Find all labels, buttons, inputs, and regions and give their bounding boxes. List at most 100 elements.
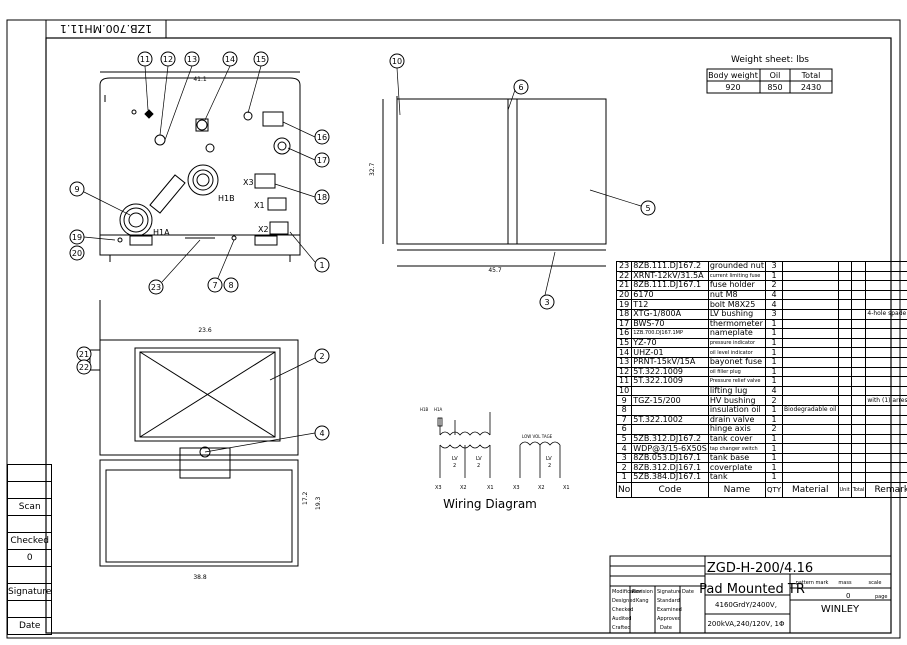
bom-cell-qty: 2 bbox=[764, 424, 784, 435]
bom-cell-uw bbox=[837, 347, 852, 358]
svg-text:Standard: Standard bbox=[657, 598, 680, 604]
callout-9 bbox=[69, 181, 85, 197]
wiring-h1a: H1A bbox=[434, 407, 443, 412]
weight-value-oil: 850 bbox=[767, 83, 782, 92]
label-x3: X3 bbox=[243, 178, 254, 187]
bom-cell-code: YZ-70 bbox=[631, 337, 709, 349]
svg-text:14: 14 bbox=[225, 55, 235, 64]
title-voltage: 4160GrdY/2400V, bbox=[715, 601, 777, 609]
label-x2: X2 bbox=[258, 225, 269, 234]
bom-cell-qty: 1 bbox=[764, 328, 784, 339]
svg-text:22: 22 bbox=[79, 363, 89, 372]
bom-cell-code: TGZ-15/200 bbox=[631, 395, 709, 406]
bom-cell-mat bbox=[782, 270, 839, 282]
bom-cell-rem bbox=[865, 443, 907, 454]
bom-cell-uw bbox=[837, 289, 852, 301]
weight-header-total: Total bbox=[801, 71, 821, 80]
weight-value-total: 2430 bbox=[801, 83, 821, 92]
bom-cell-code: 5T.322.1009 bbox=[631, 376, 709, 387]
wiring-lv-3: LV bbox=[546, 456, 552, 462]
bom-cell-mat bbox=[782, 385, 839, 397]
bom-cell-uw bbox=[837, 366, 852, 378]
bom-cell-qty: 3 bbox=[764, 308, 784, 320]
bom-cell-qty: 2 bbox=[764, 395, 784, 406]
svg-text:Examined: Examined bbox=[657, 607, 682, 613]
bom-cell-qty: 1 bbox=[764, 472, 784, 483]
svg-text:4: 4 bbox=[319, 429, 324, 438]
wiring-low-voltage: LOW VOL TAGE bbox=[522, 434, 553, 439]
bom-cell-mat bbox=[782, 337, 839, 349]
bom-cell-name: current limiting fuse bbox=[707, 270, 766, 282]
bom-cell-uw bbox=[837, 472, 852, 483]
bom-cell-no: 17 bbox=[615, 318, 633, 330]
svg-text:11: 11 bbox=[140, 55, 150, 64]
bom-cell-name: hinge axis bbox=[707, 424, 766, 435]
bom-cell-name: bolt M8X25 bbox=[707, 299, 766, 310]
bom-header-no: No bbox=[615, 481, 633, 498]
drawing-number-box bbox=[45, 19, 167, 39]
svg-text:7: 7 bbox=[212, 281, 217, 290]
title-company: WINLEY bbox=[821, 604, 860, 615]
bom-cell-code: 8ZB.111.DJ167.1 bbox=[631, 280, 709, 291]
svg-text:Revision: Revision bbox=[632, 589, 653, 595]
weight-sheet bbox=[706, 68, 833, 94]
bom-cell-uw bbox=[837, 414, 852, 426]
bom-cell-no: 22 bbox=[615, 270, 633, 282]
bom-cell-tw bbox=[850, 452, 867, 464]
wiring-lv-2: LV bbox=[476, 456, 482, 462]
bom-cell-no: 10 bbox=[615, 385, 633, 397]
bom-cell-qty: 1 bbox=[764, 337, 784, 349]
bom-cell-rem bbox=[865, 385, 907, 397]
bom-cell-tw bbox=[850, 289, 867, 301]
wiring-x2-a: X2 bbox=[460, 485, 467, 491]
callout-8 bbox=[223, 277, 239, 293]
bom-cell-mat bbox=[782, 395, 839, 406]
bom-cell-uw bbox=[837, 385, 852, 397]
svg-text:3: 3 bbox=[544, 298, 549, 307]
bom-cell-name: oil filler plug bbox=[707, 366, 766, 378]
bom-cell-tw bbox=[850, 337, 867, 349]
bom-header-total: Total bbox=[850, 481, 867, 498]
left-scan: Scan bbox=[6, 498, 53, 516]
bom-cell-tw bbox=[850, 318, 867, 330]
left-cell bbox=[6, 566, 53, 584]
bom-cell-mat bbox=[782, 280, 839, 291]
bom-cell-rem bbox=[865, 472, 907, 483]
svg-text:16: 16 bbox=[317, 133, 327, 142]
wiring-h1b: H1B bbox=[420, 407, 429, 412]
wiring-title: Wiring Diagram bbox=[443, 497, 537, 511]
callouts bbox=[69, 51, 656, 441]
side-view bbox=[382, 96, 607, 267]
bom-cell-tw bbox=[850, 424, 867, 435]
bom-cell-name: Pressure relief valve bbox=[707, 376, 766, 387]
bom-cell-uw bbox=[837, 433, 852, 445]
bom-cell-no: 23 bbox=[615, 261, 633, 272]
bom-cell-tw bbox=[850, 328, 867, 339]
title-scale: scale bbox=[869, 580, 882, 586]
bom-cell-code: 5ZB.312.DJ167.2 bbox=[631, 433, 709, 445]
svg-text:Designed: Designed bbox=[612, 598, 636, 604]
bom-cell-code: 5ZB.384.DJ167.1 bbox=[631, 472, 709, 483]
bom-cell-no: 13 bbox=[615, 356, 633, 368]
wiring-two-1: 2 bbox=[453, 463, 456, 469]
bom-cell-tw bbox=[850, 433, 867, 445]
bom-cell-code bbox=[631, 385, 709, 397]
bom-cell-no: 4 bbox=[615, 443, 633, 454]
bom-cell-name: coverplate bbox=[707, 462, 766, 474]
bom-cell-qty: 1 bbox=[764, 452, 784, 464]
bom-cell-rem bbox=[865, 347, 907, 358]
bom-cell-uw bbox=[837, 356, 852, 368]
bom-cell-tw bbox=[850, 308, 867, 320]
wiring-x3-b: X3 bbox=[513, 485, 520, 491]
weight-value-body: 920 bbox=[725, 83, 740, 92]
bom-cell-rem bbox=[865, 366, 907, 378]
bom-cell-qty: 1 bbox=[764, 404, 784, 416]
bom-cell-qty: 1 bbox=[764, 270, 784, 282]
bom-cell-qty: 1 bbox=[764, 318, 784, 330]
top-view bbox=[89, 300, 299, 567]
